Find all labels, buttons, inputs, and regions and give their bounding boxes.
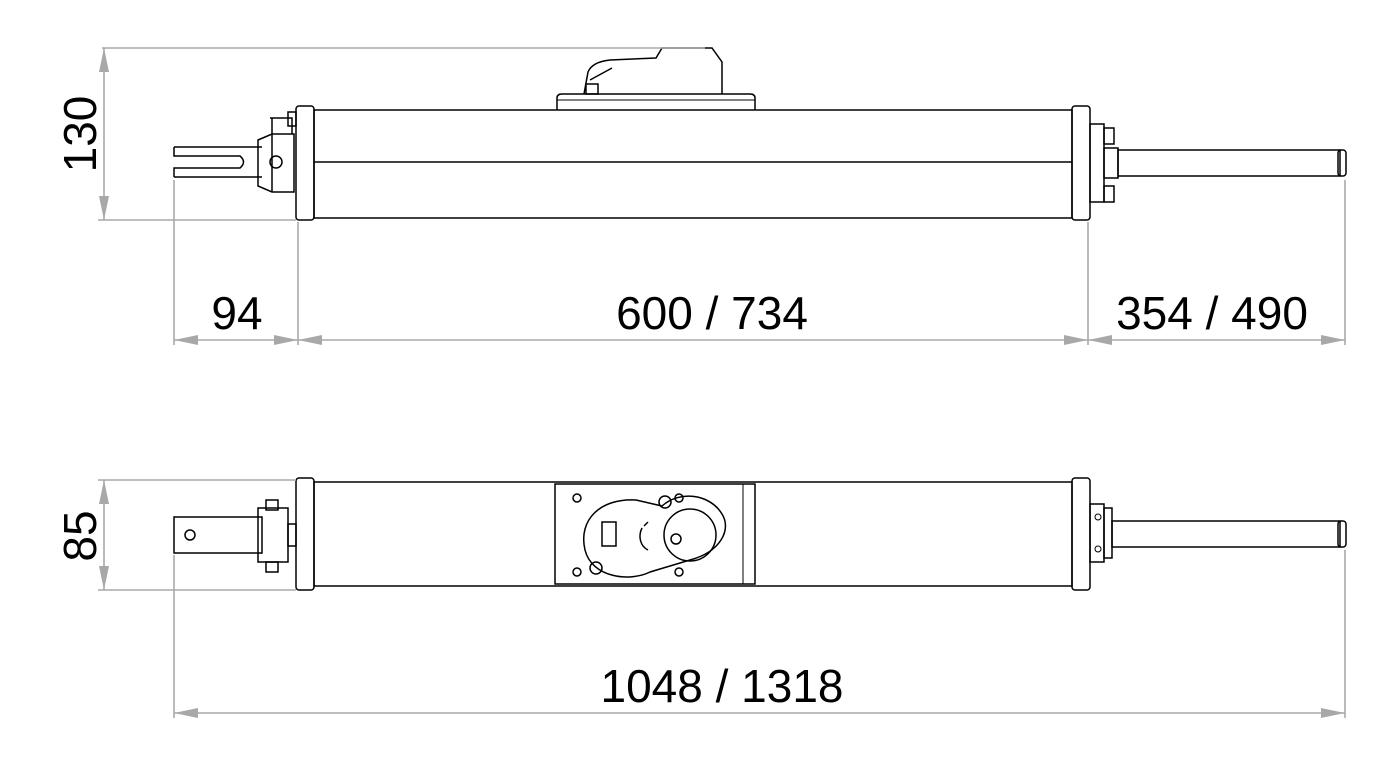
top-body-tube xyxy=(295,477,1091,591)
dim-height-side: 130 xyxy=(54,96,106,173)
dim-height-top: 85 xyxy=(54,510,106,561)
side-rod-end xyxy=(1089,123,1347,203)
top-view xyxy=(173,477,1347,591)
dim-bracket-length: 94 xyxy=(211,287,262,339)
top-front-bracket xyxy=(173,499,297,573)
side-dimensions xyxy=(98,47,1346,345)
side-fork-bracket xyxy=(173,111,297,193)
dim-rod-length: 354 / 490 xyxy=(1116,287,1308,339)
side-view xyxy=(173,47,1347,221)
top-rod-end xyxy=(1089,503,1347,563)
side-motor-cover xyxy=(556,47,756,110)
top-motor-plate xyxy=(554,483,756,585)
dim-body-length: 600 / 734 xyxy=(616,287,808,339)
side-body-tube xyxy=(295,105,1091,221)
dim-total-length: 1048 / 1318 xyxy=(600,660,843,712)
top-dimensions xyxy=(98,479,1346,718)
